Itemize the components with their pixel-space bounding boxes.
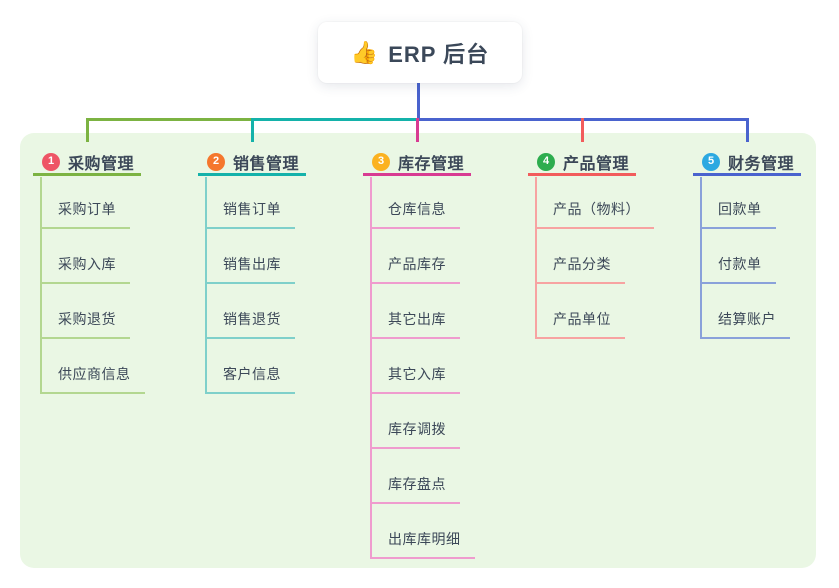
child-node[interactable]: 产品单位 [535,306,625,339]
branch-label: 产品管理 [563,155,630,173]
child-node[interactable]: 库存调拨 [370,416,460,449]
connector-drop [745,118,749,142]
branch-child-connector [205,177,207,394]
child-node[interactable]: 其它入库 [370,361,460,394]
root-stem [417,83,420,121]
branches-background-panel [20,133,816,568]
child-node[interactable]: 采购订单 [40,196,130,229]
child-node[interactable]: 产品分类 [535,251,625,284]
child-node[interactable]: 采购入库 [40,251,130,284]
branch-number-badge: 4 [537,152,555,171]
branch-child-connector [535,177,537,339]
child-node[interactable]: 产品（物料） [535,196,654,229]
child-node[interactable]: 其它出库 [370,306,460,339]
child-node[interactable]: 销售退货 [205,306,295,339]
connector-horizontal [250,118,420,121]
child-node[interactable]: 产品库存 [370,251,460,284]
child-node[interactable]: 客户信息 [205,361,295,394]
branch-label: 库存管理 [398,155,465,173]
branch-number-badge: 3 [372,152,390,171]
child-node[interactable]: 库存盘点 [370,471,460,504]
child-node[interactable]: 供应商信息 [40,361,145,394]
branch-node-3[interactable]: 3 库存管理 [363,150,471,176]
child-node[interactable]: 结算账户 [700,306,790,339]
branch-node-1[interactable]: 1 采购管理 [33,150,141,176]
child-node[interactable]: 仓库信息 [370,196,460,229]
child-node[interactable]: 销售订单 [205,196,295,229]
root-node[interactable]: 👍 ERP 后台 [318,22,522,83]
branch-node-2[interactable]: 2 销售管理 [198,150,306,176]
branch-child-connector [40,177,42,394]
branch-child-connector [700,177,702,339]
connector-drop [250,118,254,142]
child-node[interactable]: 回款单 [700,196,776,229]
child-node[interactable]: 采购退货 [40,306,130,339]
branch-label: 财务管理 [728,155,795,173]
thumbs-up-icon: 👍 [350,39,379,65]
branch-label: 销售管理 [233,155,300,173]
connector-drop [415,118,419,142]
child-node[interactable]: 出库库明细 [370,526,475,559]
branch-number-badge: 2 [207,152,225,171]
branch-number-badge: 1 [42,152,60,171]
child-node[interactable]: 付款单 [700,251,776,284]
branch-child-connector [370,177,372,559]
branch-number-badge: 5 [702,152,720,171]
branch-label: 采购管理 [68,155,135,173]
connector-drop [580,118,584,142]
branch-node-5[interactable]: 5 财务管理 [693,150,801,176]
child-node[interactable]: 销售出库 [205,251,295,284]
root-title: ERP 后台 [388,41,490,67]
connector-drop [85,118,89,142]
branch-node-4[interactable]: 4 产品管理 [528,150,636,176]
